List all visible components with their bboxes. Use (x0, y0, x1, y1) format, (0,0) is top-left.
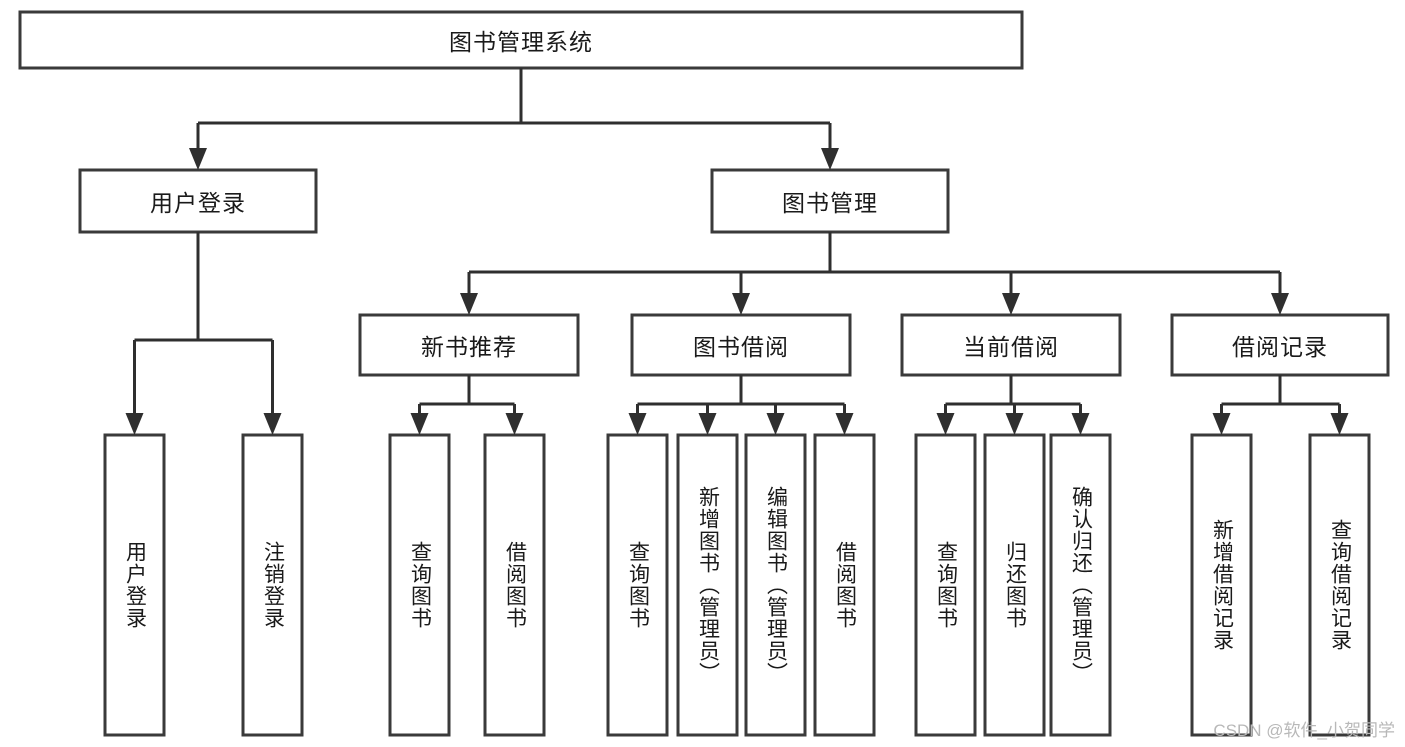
node-box-user-login-do[interactable] (103, 433, 166, 737)
arrow-head-icon-recommend-query-book (410, 413, 429, 435)
node-box-new-book-recommend[interactable] (358, 313, 580, 377)
arrow-head-icon-book-management (821, 148, 839, 170)
arrow-head-icon-borrow-add-book (698, 413, 717, 435)
arrow-head-icon-borrow-edit-book (766, 413, 785, 435)
node-box-borrow-edit-book[interactable] (744, 433, 807, 737)
node-box-borrow-query-book[interactable] (606, 433, 669, 737)
arrow-head-icon-current-borrow (1002, 293, 1020, 315)
arrow-head-icon-user-logout (263, 413, 282, 435)
arrow-head-icon-current-confirm-return (1071, 413, 1090, 435)
node-box-root[interactable] (18, 10, 1024, 70)
node-box-record-add[interactable] (1190, 433, 1253, 737)
arrow-head-icon-borrow-records (1271, 293, 1289, 315)
node-box-book-management[interactable] (710, 168, 950, 234)
arrow-head-icon-new-book-recommend (460, 293, 478, 315)
node-box-record-query[interactable] (1308, 433, 1371, 737)
node-box-book-borrow[interactable] (630, 313, 852, 377)
node-box-current-borrow[interactable] (900, 313, 1122, 377)
node-box-recommend-query-book[interactable] (388, 433, 451, 737)
node-box-borrow-borrow-book[interactable] (813, 433, 876, 737)
arrow-head-icon-user-login-do (125, 413, 144, 435)
node-box-borrow-records[interactable] (1170, 313, 1390, 377)
node-box-user-login[interactable] (78, 168, 318, 234)
node-box-current-return-book[interactable] (983, 433, 1046, 737)
node-box-user-logout[interactable] (241, 433, 304, 737)
arrow-head-icon-current-return-book (1005, 413, 1024, 435)
arrow-head-icon-user-login (189, 148, 207, 170)
arrow-head-icon-recommend-borrow-book (505, 413, 524, 435)
arrow-head-icon-record-query (1330, 413, 1349, 435)
node-box-current-query-book[interactable] (914, 433, 977, 737)
arrow-head-icon-book-borrow (732, 293, 750, 315)
node-box-recommend-borrow-book[interactable] (483, 433, 546, 737)
arrow-head-icon-borrow-borrow-book (835, 413, 854, 435)
node-box-borrow-add-book[interactable] (676, 433, 739, 737)
arrow-head-icon-current-query-book (936, 413, 955, 435)
node-box-current-confirm-return[interactable] (1049, 433, 1112, 737)
arrow-head-icon-record-add (1212, 413, 1231, 435)
arrow-head-icon-borrow-query-book (628, 413, 647, 435)
